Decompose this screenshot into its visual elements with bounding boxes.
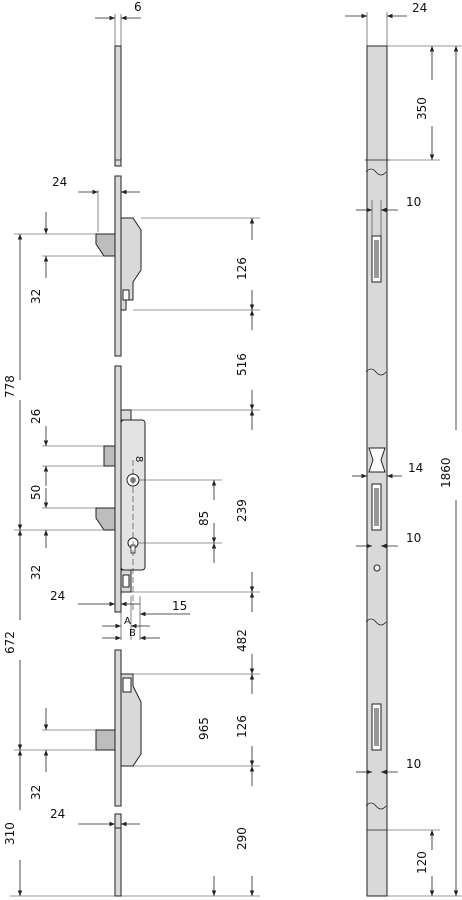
dim-backset: 15 xyxy=(172,599,187,613)
dim-cylinder-bottom: 965 xyxy=(197,717,211,740)
dim-hook-to-hook-bottom: 672 xyxy=(3,631,17,654)
dim-bottom-segment: 120 xyxy=(415,851,429,874)
dim-spindle-cylinder: 85 xyxy=(197,511,211,526)
label-a: A xyxy=(124,616,131,627)
dim-bottom-end: 310 xyxy=(3,822,17,845)
bottom-hook-housing xyxy=(120,673,142,767)
dim-bar-thickness: 6 xyxy=(134,0,142,14)
dim-hook-top-offset: 24 xyxy=(52,175,67,189)
dim-hook-mid-height: 32 xyxy=(29,565,43,580)
dim-slot-mid: 10 xyxy=(406,531,421,545)
dim-slot-top: 10 xyxy=(406,195,421,209)
dim-overall-length: 1860 xyxy=(439,457,453,488)
dim-gap-top-mid: 516 xyxy=(235,353,249,376)
dim-hook-top-height: 32 xyxy=(29,289,43,304)
dim-width: 24 xyxy=(412,1,427,15)
top-hook-housing xyxy=(120,217,142,311)
dim-slot-bottom: 10 xyxy=(406,757,421,771)
dim-hook-bottom-height: 32 xyxy=(29,785,43,800)
label-b: B xyxy=(129,628,136,639)
deadbolt-notch xyxy=(368,447,386,473)
dim-forend-width: 14 xyxy=(408,461,423,475)
dim-hook-to-hook-top: 778 xyxy=(3,375,17,398)
top-bar xyxy=(114,175,122,357)
right-view: 24 350 10 14 10 xyxy=(345,1,462,897)
screw-hole xyxy=(373,564,381,572)
bottom-hook xyxy=(95,729,116,751)
dim-top-segment: 350 xyxy=(415,97,429,120)
bottom-bar xyxy=(114,649,122,807)
left-view: 6 24 32 126 516 xyxy=(3,0,260,897)
top-hook xyxy=(95,233,116,257)
dim-bottom-length: 290 xyxy=(235,827,249,850)
middle-hook xyxy=(95,507,116,531)
middle-bar xyxy=(114,365,122,613)
dim-gap-mid-bottom: 482 xyxy=(235,629,249,652)
dim-hook-bottom-offset: 24 xyxy=(50,807,65,821)
dim-deadbolt-height: 50 xyxy=(29,485,43,500)
dim-hook-top-bolt: 126 xyxy=(235,257,249,280)
dim-hook-mid-offset: 24 xyxy=(50,589,65,603)
deadbolt xyxy=(103,445,116,467)
dim-deadbolt-offset: 26 xyxy=(29,409,43,424)
svg-text:8: 8 xyxy=(133,456,144,462)
dim-hook-bottom-bolt: 126 xyxy=(235,715,249,738)
dim-mid-height: 239 xyxy=(235,499,249,522)
top-rod xyxy=(114,45,122,167)
